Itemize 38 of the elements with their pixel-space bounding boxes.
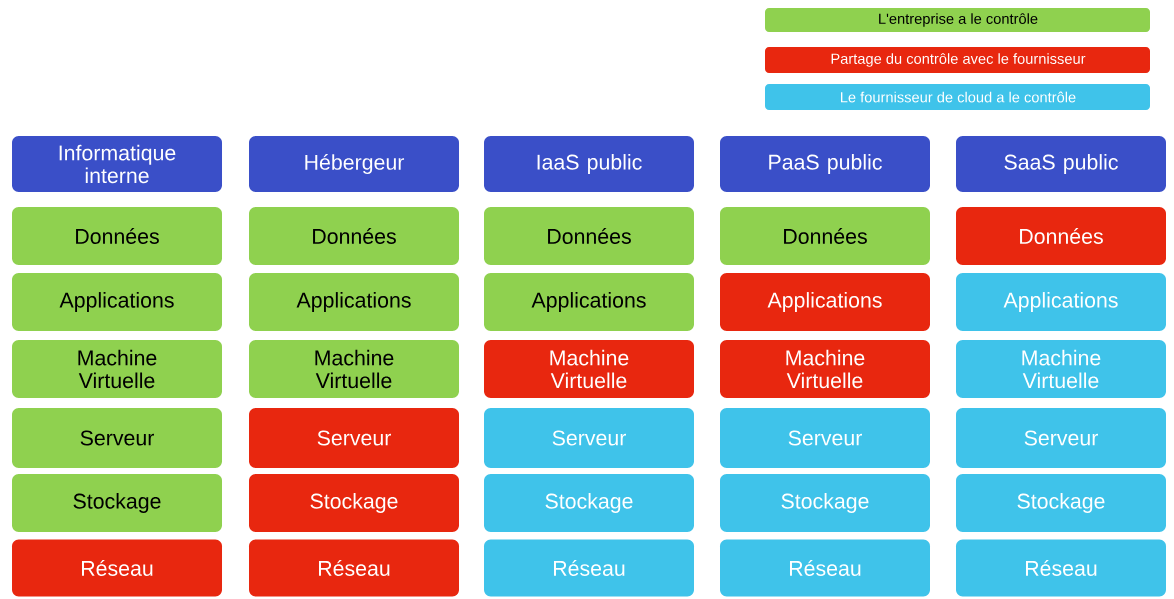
layer-box: Machine Virtuelle [12,340,222,398]
layer-box: Stockage [484,474,694,532]
layer-box: Réseau [956,539,1166,597]
column-header: IaaS public [484,136,694,192]
legend-item: L'entreprise a le contrôle [765,8,1150,32]
layer-box: Réseau [484,539,694,597]
column-header: SaaS public [956,136,1166,192]
layer-box: Serveur [956,408,1166,468]
layer-box: Stockage [12,474,222,532]
layer-box: Stockage [720,474,930,532]
legend-item: Partage du contrôle avec le fournisseur [765,47,1150,73]
layer-box: Stockage [249,474,459,532]
layer-box: Machine Virtuelle [720,340,930,398]
layer-box: Machine Virtuelle [249,340,459,398]
layer-box: Applications [249,273,459,331]
layer-box: Applications [720,273,930,331]
layer-box: Applications [12,273,222,331]
layer-box: Serveur [12,408,222,468]
layer-box: Données [484,207,694,265]
layer-box: Serveur [484,408,694,468]
layer-box: Applications [956,273,1166,331]
layer-box: Serveur [720,408,930,468]
column-header: Informatique interne [12,136,222,192]
layer-box: Données [956,207,1166,265]
layer-box: Données [249,207,459,265]
layer-box: Données [720,207,930,265]
layer-box: Réseau [12,539,222,597]
column-header: PaaS public [720,136,930,192]
layer-box: Machine Virtuelle [956,340,1166,398]
layer-box: Serveur [249,408,459,468]
layer-box: Données [12,207,222,265]
layer-box: Machine Virtuelle [484,340,694,398]
layer-box: Stockage [956,474,1166,532]
layer-box: Réseau [720,539,930,597]
layer-box: Réseau [249,539,459,597]
layer-box: Applications [484,273,694,331]
legend-item: Le fournisseur de cloud a le contrôle [765,84,1150,110]
column-header: Hébergeur [249,136,459,192]
